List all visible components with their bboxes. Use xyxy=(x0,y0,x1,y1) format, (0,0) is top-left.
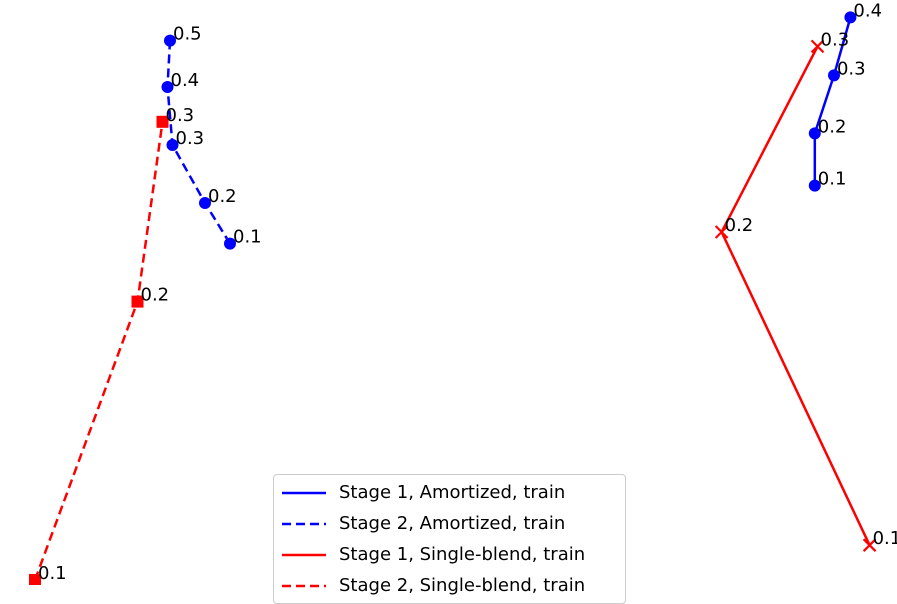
data-point xyxy=(827,69,840,82)
data-point xyxy=(224,237,236,250)
data-label: 0.3 xyxy=(176,128,205,149)
data-point xyxy=(29,574,41,585)
data-label: 0.3 xyxy=(821,29,850,50)
legend-label: Stage 1, Single-blend, train xyxy=(339,544,586,565)
data-label: 0.2 xyxy=(141,285,170,306)
legend-label: Stage 2, Single-blend, train xyxy=(339,575,586,596)
series-stage-1-single-blend-train: 0.1 0.2 0.3 xyxy=(714,29,897,552)
data-point xyxy=(844,11,857,24)
data-point xyxy=(808,179,821,192)
data-point xyxy=(131,295,144,308)
data-label: 0.4 xyxy=(853,0,882,21)
left-panel-plot: 0.1 0.2 0.3 0.4 0.5 0.1 0.2 0.3 xyxy=(29,24,262,585)
data-point xyxy=(164,34,176,47)
data-point xyxy=(166,139,179,151)
data-point xyxy=(810,39,825,54)
series-line xyxy=(33,121,164,581)
data-label: 0.1 xyxy=(233,227,262,248)
series-stage-2-amortized-train: 0.1 0.2 0.3 0.4 0.5 xyxy=(161,24,262,250)
chart-canvas: 0.10.20.30.40.50.10.20.3 0.10.20.30.40.1… xyxy=(29,0,897,585)
data-point xyxy=(156,115,169,128)
data-point xyxy=(199,197,211,209)
legend-swatch-dashed-red xyxy=(282,584,326,588)
data-label: 0.3 xyxy=(166,105,195,126)
series-stage-2-single-blend-train: 0.1 0.2 0.3 xyxy=(29,105,194,585)
data-point xyxy=(862,538,877,552)
legend-entry-stage2-amortized: Stage 2, Amortized, train xyxy=(274,509,625,539)
data-label: 0.1 xyxy=(818,169,847,190)
series-line xyxy=(813,17,852,186)
data-point xyxy=(161,81,174,93)
legend-label: Stage 2, Amortized, train xyxy=(339,513,566,534)
right-panel-plot: 0.10.20.30.40.10.20.3 xyxy=(714,0,897,552)
series-stage-1-amortized-train: 0.10.20.30.4 xyxy=(808,0,882,192)
legend-entry-stage1-single-blend: Stage 1, Single-blend, train xyxy=(274,540,625,570)
data-label: 0.2 xyxy=(818,116,847,137)
data-label: 0.2 xyxy=(208,186,237,207)
data-point xyxy=(714,225,729,239)
legend-label: Stage 1, Amortized, train xyxy=(339,482,566,503)
data-label: 0.1 xyxy=(38,563,67,584)
data-point xyxy=(808,127,821,140)
legend-swatch-solid-red xyxy=(282,553,326,557)
legend-swatch-solid-blue xyxy=(282,491,326,495)
data-label: 0.2 xyxy=(725,215,754,236)
data-label: 0.5 xyxy=(173,24,202,45)
data-label: 0.4 xyxy=(171,70,200,91)
data-label: 0.1 xyxy=(873,528,897,549)
series-line xyxy=(720,45,871,546)
legend-entry-stage2-single-blend: Stage 2, Single-blend, train xyxy=(274,571,625,601)
legend-swatch-dashed-blue xyxy=(282,522,326,526)
data-label: 0.3 xyxy=(837,58,866,79)
legend-entry-stage1-amortized: Stage 1, Amortized, train xyxy=(274,478,625,508)
